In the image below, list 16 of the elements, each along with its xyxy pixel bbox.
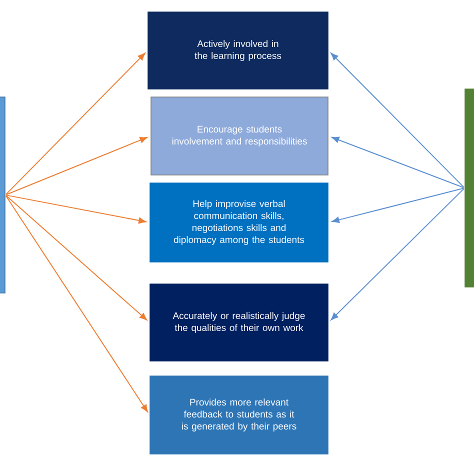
arrow xyxy=(330,52,464,188)
side-bar xyxy=(464,88,474,288)
arrow xyxy=(332,188,464,223)
text-box: Encourage students involvement and responsibilities xyxy=(150,96,328,176)
side-bar xyxy=(0,96,6,294)
arrow xyxy=(6,52,146,195)
text-box: Accurately or realistically judge the qualities of their own work xyxy=(150,284,328,362)
text-box: Help improvise verbal communication skills, negotiations skills and diplomacy among the students xyxy=(150,182,328,262)
arrow xyxy=(5,195,148,412)
arrow xyxy=(330,188,464,320)
arrow xyxy=(6,137,148,196)
arrow xyxy=(6,195,148,320)
text-box: Provides more relevant feedback to students as it is generated by their peers xyxy=(150,376,328,454)
text-box: Actively involved in the learning process xyxy=(148,12,328,90)
arrow xyxy=(6,194,146,224)
arrow xyxy=(332,136,464,188)
